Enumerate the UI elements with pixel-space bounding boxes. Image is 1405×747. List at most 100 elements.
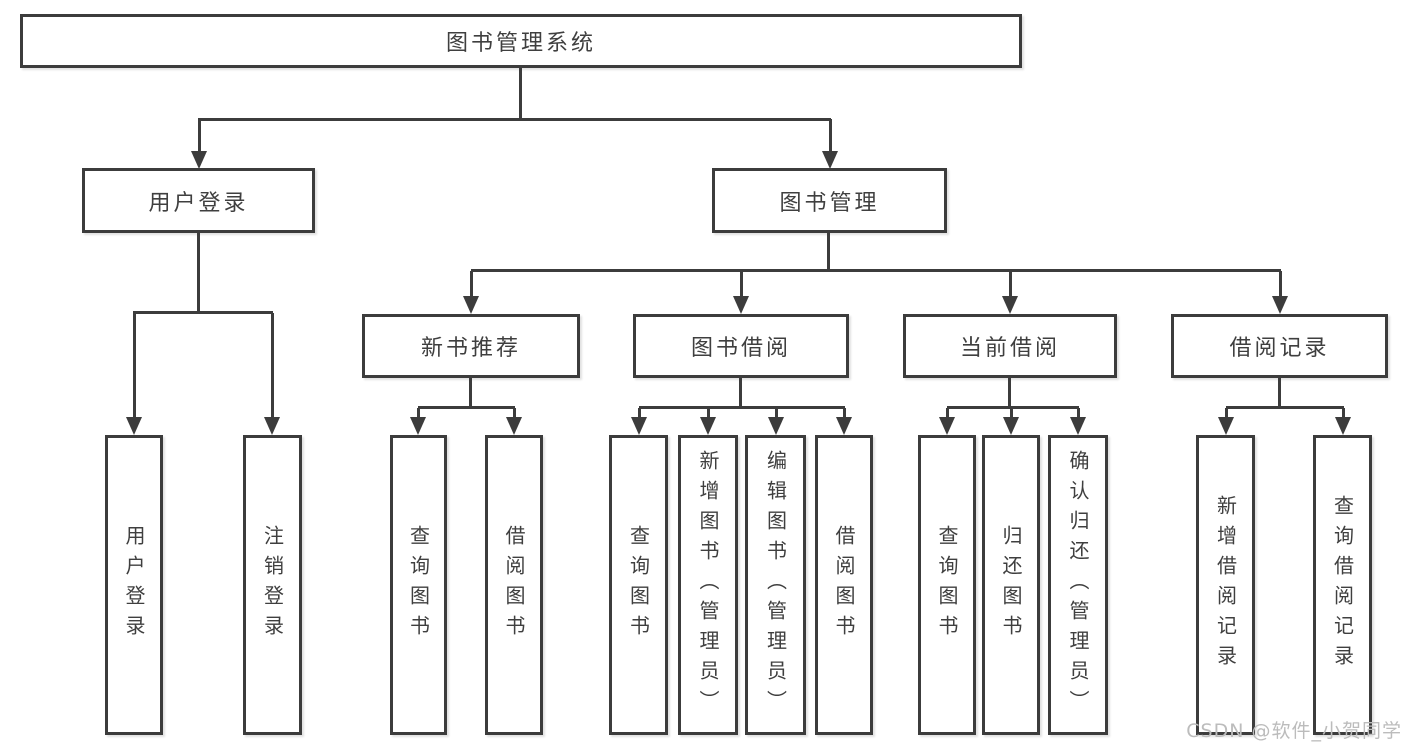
node-library-management-system: 图书管理系统 [20,14,1022,68]
arrow-head-icon [1003,417,1019,435]
arrow-to-book-management [822,119,838,169]
arrow-head-icon [836,417,852,435]
arrow-to-leaf [768,408,784,435]
arrow-to-leaf [939,408,955,435]
arrow-shaft [1278,271,1282,296]
arrow-to-leaf [631,408,647,435]
arrow-head-icon [264,417,280,435]
connector-root-stem [519,68,522,120]
arrow-shaft [1009,408,1013,417]
arrow-head-icon [939,417,955,435]
leaf-return-books: 归还图书 [982,435,1040,735]
connector-user-login-stem [197,233,200,313]
arrow-shaft [512,408,516,417]
arrow-head-icon [768,417,784,435]
arrow-to-leaf [1218,408,1234,435]
node-label: 图书管理 [779,190,880,216]
arrow-shaft [416,408,420,417]
leaf-logout: 注销登录 [243,435,302,735]
arrow-shaft [1224,408,1228,417]
arrow-head-icon [506,417,522,435]
arrow-shaft [1008,271,1012,296]
connector-borrow-records-crossbar [1226,406,1344,409]
node-label: 新书推荐 [420,336,521,361]
arrow-shaft [132,313,136,417]
node-borrow-records: 借阅记录 [1171,314,1388,378]
arrow-to-leaf [1070,408,1086,435]
leaf-query-books-borrow: 查询图书 [609,435,668,735]
node-new-book-recommend: 新书推荐 [362,314,580,378]
node-book-management: 图书管理 [712,168,947,233]
leaf-label: 查询图书 [626,525,651,645]
arrow-to-leaf [506,408,522,435]
leaf-label: 查询图书 [406,525,431,645]
arrow-head-icon [822,151,838,169]
leaf-edit-books-admin: 编辑图书（管理员） [745,435,806,735]
arrow-head-icon [410,417,426,435]
leaf-label: 查询借阅记录 [1330,495,1355,675]
arrow-to-leaf [1003,408,1019,435]
leaf-label: 用户登录 [122,525,146,645]
arrow-head-icon [126,417,142,435]
arrow-shaft [739,271,743,296]
node-label: 用户登录 [148,190,249,216]
connector-book-borrow-stem [739,378,742,409]
arrow-to-leaf [410,408,426,435]
leaf-label: 注销登录 [260,525,285,645]
leaf-label: 新增借阅记录 [1213,495,1238,675]
arrow-to-borrow-records [1272,271,1288,314]
connector-book-borrow-crossbar [639,406,845,409]
connector-borrow-records-stem [1278,378,1281,409]
arrow-head-icon [191,151,207,169]
leaf-borrow-books: 借阅图书 [815,435,873,735]
leaf-query-books-recommend: 查询图书 [390,435,447,735]
arrow-shaft [637,408,641,417]
arrow-shaft [828,119,832,151]
arrow-to-leaf [700,408,716,435]
leaf-borrow-books-recommend: 借阅图书 [485,435,543,735]
node-book-borrow: 图书借阅 [633,314,849,378]
leaf-user-login: 用户登录 [105,435,163,735]
leaf-label: 借阅图书 [502,525,526,645]
leaf-add-borrow-record: 新增借阅记录 [1196,435,1255,735]
arrow-shaft [270,313,274,417]
leaf-add-books-admin: 新增图书（管理员） [678,435,738,735]
arrow-shaft [1341,408,1345,417]
arrow-head-icon [1070,417,1086,435]
watermark: CSDN @软件_小贺同学 [1186,720,1402,742]
leaf-label: 确认归还（管理员） [1066,450,1090,720]
arrow-head-icon [463,296,479,314]
arrow-head-icon [1272,296,1288,314]
node-user-login: 用户登录 [82,168,315,233]
node-label: 图书管理系统 [445,31,596,56]
arrow-to-leaf-logout [264,313,280,435]
leaf-query-borrow-record: 查询借阅记录 [1313,435,1372,735]
node-label: 图书借阅 [690,336,791,361]
node-current-borrow: 当前借阅 [903,314,1117,378]
leaf-label: 新增图书（管理员） [696,450,720,720]
arrow-head-icon [700,417,716,435]
connector-new-book-stem [469,378,472,409]
arrow-to-leaf-user-login [126,313,142,435]
connector-current-borrow-crossbar [947,406,1079,409]
arrow-head-icon [1335,417,1351,435]
leaf-label: 编辑图书（管理员） [763,450,788,720]
connector-user-login-crossbar [133,311,273,314]
node-label: 当前借阅 [959,336,1060,361]
connector-book-management-crossbar [471,269,1281,272]
node-label: 借阅记录 [1229,336,1330,361]
arrow-shaft [842,408,846,417]
connector-new-book-crossbar [418,406,515,409]
connector-book-management-stem [827,233,830,272]
arrow-shaft [706,408,710,417]
connector-current-borrow-stem [1008,378,1011,409]
leaf-label: 归还图书 [999,525,1023,645]
arrow-shaft [197,119,201,151]
connector-root-crossbar [198,118,831,121]
arrow-to-book-borrow [733,271,749,314]
leaf-label: 借阅图书 [832,525,856,645]
arrow-head-icon [733,296,749,314]
arrow-shaft [774,408,778,417]
arrow-head-icon [1002,296,1018,314]
